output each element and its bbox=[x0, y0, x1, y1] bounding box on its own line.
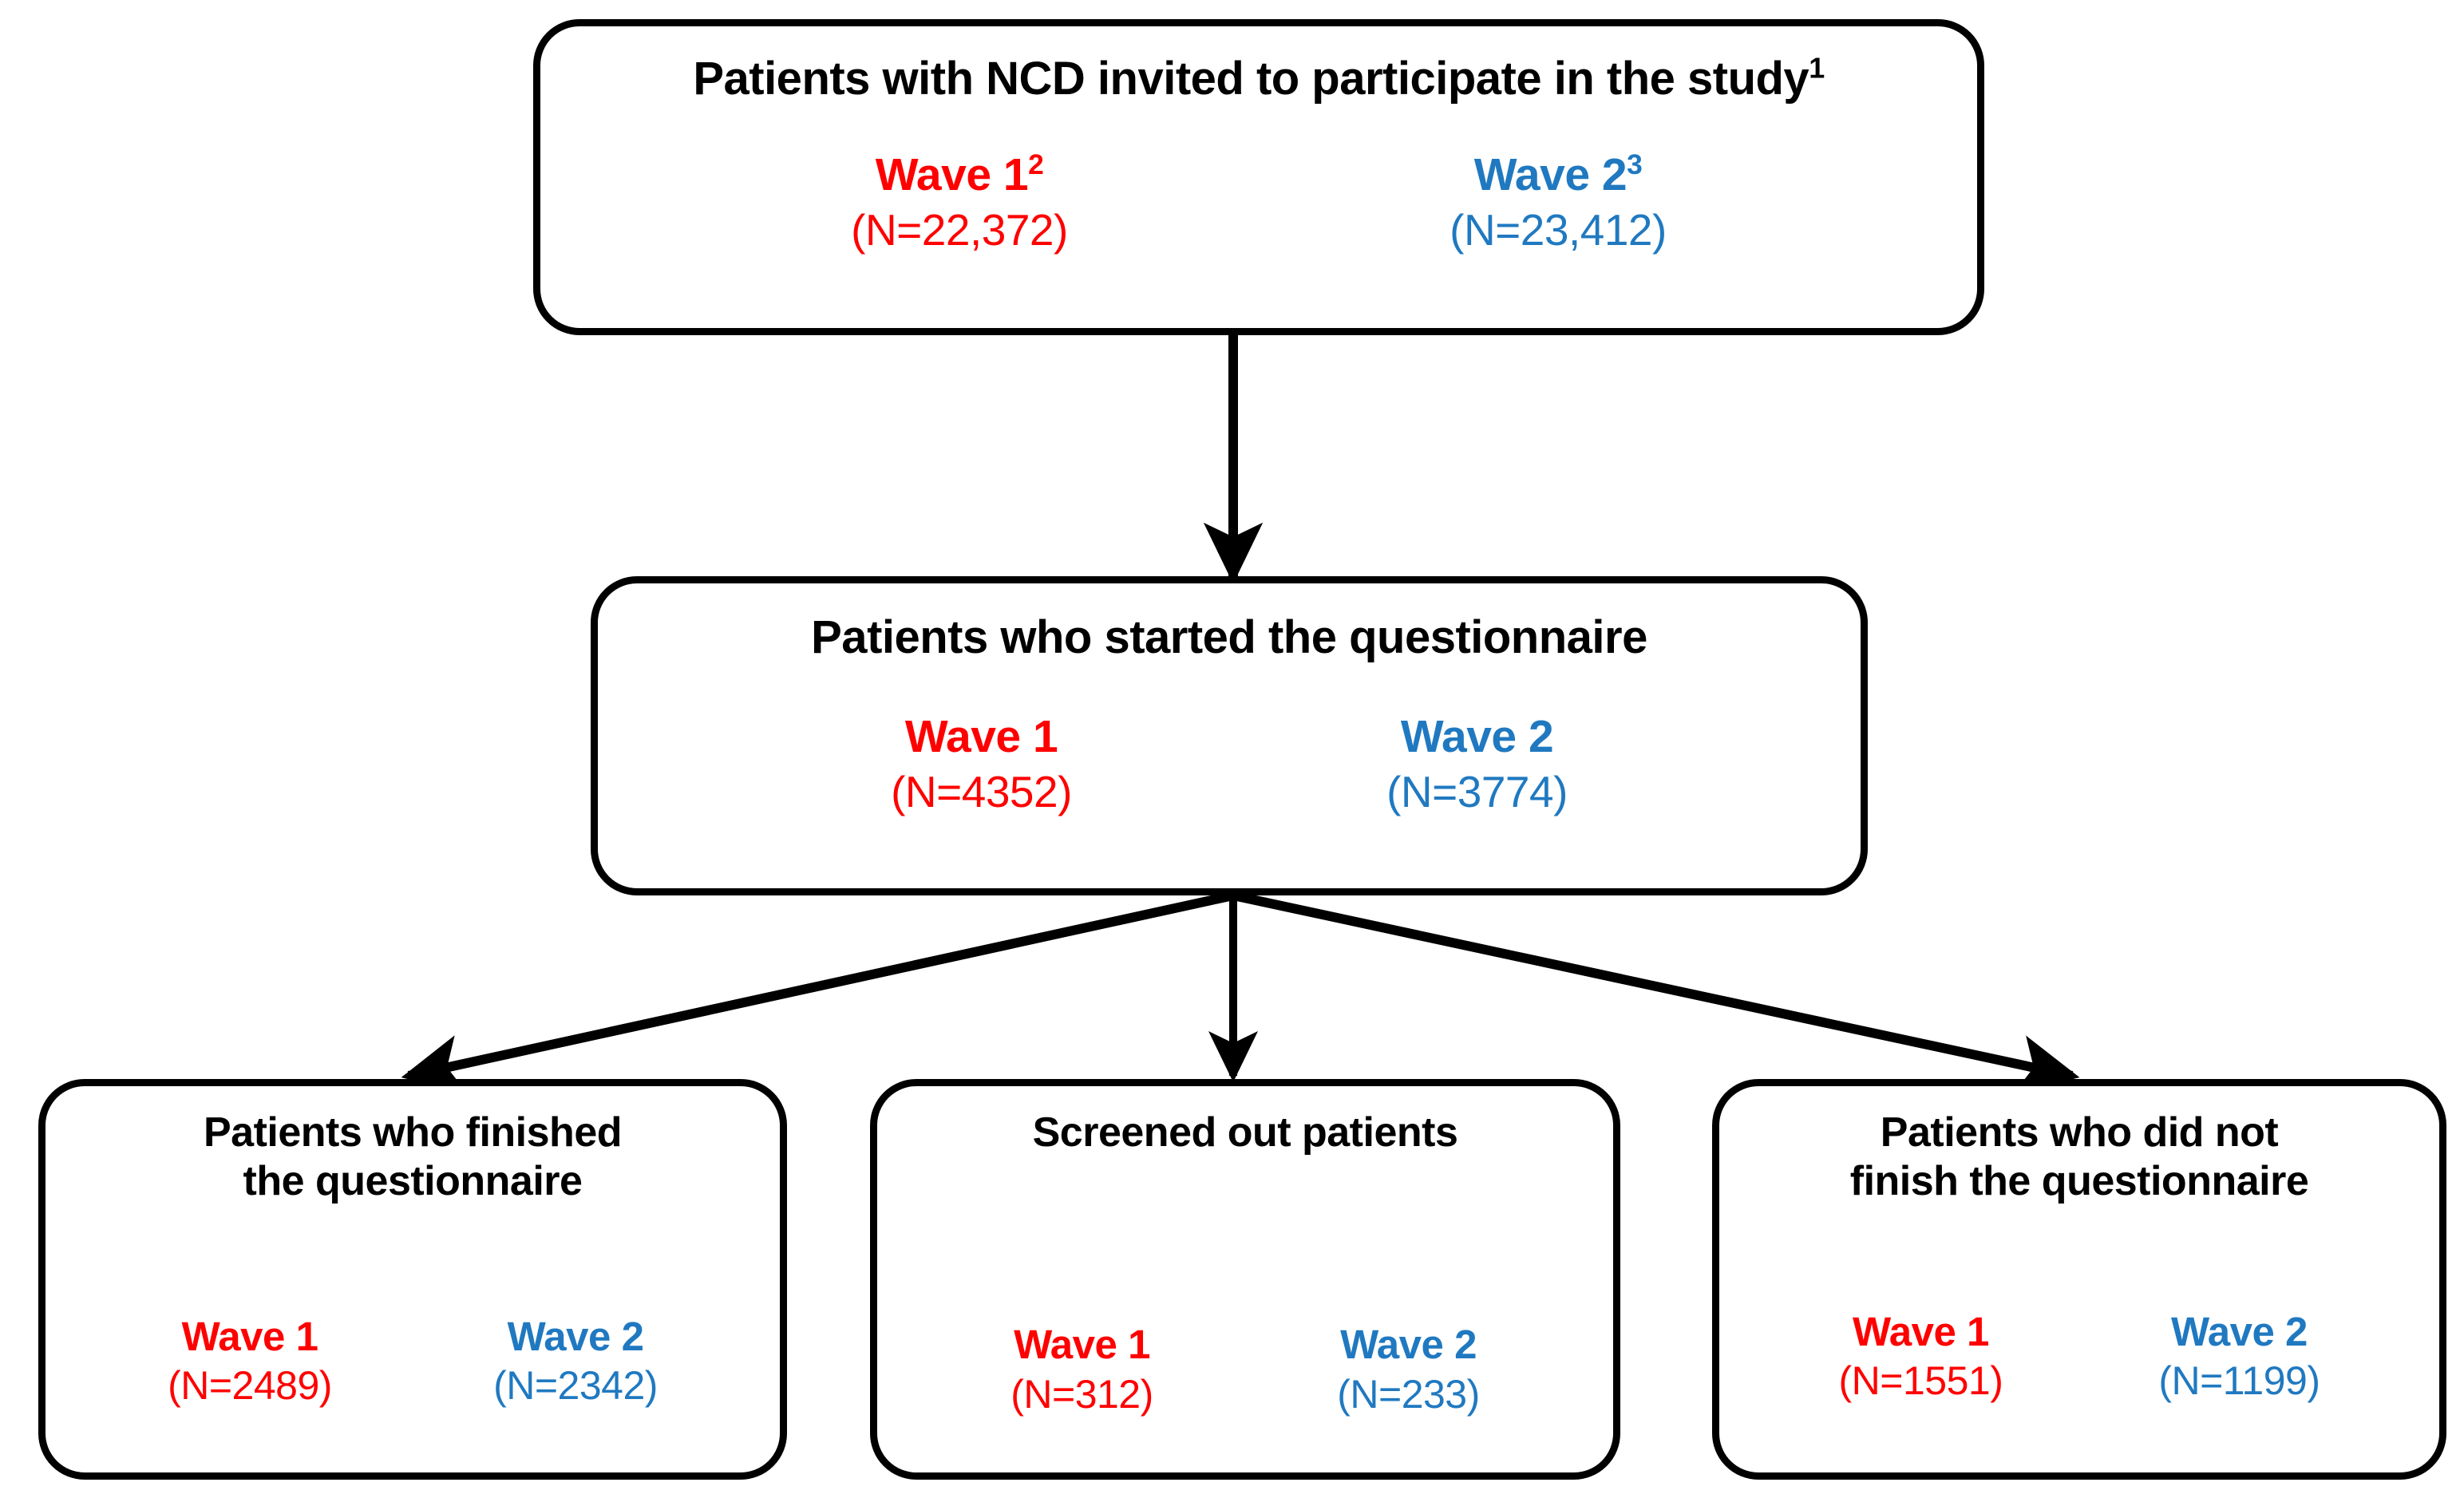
node-not-finished-wave1-count: (N=1551) bbox=[1838, 1358, 2003, 1403]
edge-started-to-notfinished bbox=[1232, 891, 2080, 1094]
node-started-wave2: Wave 2 (N=3774) bbox=[1386, 709, 1568, 819]
node-invited-title-superscript: 1 bbox=[1809, 51, 1825, 85]
node-screened-out-wave1-label: Wave 1 bbox=[1014, 1322, 1150, 1368]
edge-started-to-finished bbox=[401, 891, 1235, 1093]
node-started-wave1: Wave 1 (N=4352) bbox=[891, 709, 1072, 819]
node-not-finished[interactable]: Patients who did not finish the question… bbox=[1712, 1079, 2446, 1480]
node-finished-wave2-count: (N=2342) bbox=[493, 1362, 658, 1408]
node-finished-title: Patients who finished the questionnaire bbox=[204, 1109, 623, 1205]
node-invited-wave2: Wave 23 (N=23,412) bbox=[1450, 148, 1667, 257]
node-started-wave1-label: Wave 1 bbox=[904, 711, 1058, 763]
node-screened-out-wave1-count: (N=312) bbox=[1011, 1371, 1153, 1417]
node-screened-out[interactable]: Screened out patients Wave 1 (N=312) Wav… bbox=[870, 1079, 1620, 1480]
node-not-finished-wave1-label: Wave 1 bbox=[1852, 1308, 1989, 1354]
node-not-finished-wave2: Wave 2 (N=1199) bbox=[2158, 1307, 2320, 1405]
node-invited-wave1-label: Wave 12 bbox=[875, 149, 1044, 201]
node-invited-wave2-label: Wave 23 bbox=[1473, 149, 1643, 201]
node-invited-wave1: Wave 12 (N=22,372) bbox=[851, 148, 1068, 257]
node-screened-out-wave2-label: Wave 2 bbox=[1340, 1322, 1477, 1368]
node-invited-wave1-superscript: 2 bbox=[1028, 149, 1044, 181]
node-finished-wave2: Wave 2 (N=2342) bbox=[493, 1312, 658, 1410]
node-not-finished-wave2-label: Wave 2 bbox=[2170, 1308, 2308, 1354]
node-finished-wave1: Wave 1 (N=2489) bbox=[168, 1312, 332, 1410]
node-finished-wave2-label: Wave 2 bbox=[507, 1313, 644, 1359]
node-invited[interactable]: Patients with NCD invited to participate… bbox=[533, 19, 1984, 335]
node-invited-wave2-count: (N=23,412) bbox=[1450, 204, 1667, 255]
node-finished[interactable]: Patients who finished the questionnaire … bbox=[38, 1079, 787, 1480]
node-started-wave2-label: Wave 2 bbox=[1400, 711, 1554, 763]
node-not-finished-wave2-count: (N=1199) bbox=[2158, 1358, 2320, 1403]
node-started-wave-row: Wave 1 (N=4352) Wave 2 (N=3774) bbox=[598, 709, 1861, 819]
node-screened-out-wave-row: Wave 1 (N=312) Wave 2 (N=233) bbox=[877, 1320, 1613, 1418]
node-invited-title: Patients with NCD invited to participate… bbox=[693, 51, 1825, 105]
node-screened-out-wave2: Wave 2 (N=233) bbox=[1337, 1320, 1480, 1418]
node-screened-out-wave1: Wave 1 (N=312) bbox=[1011, 1320, 1153, 1418]
node-started-wave1-count: (N=4352) bbox=[891, 766, 1072, 816]
node-started-wave2-count: (N=3774) bbox=[1386, 766, 1568, 816]
node-started-title: Patients who started the questionnaire bbox=[811, 611, 1647, 663]
node-not-finished-title: Patients who did not finish the question… bbox=[1849, 1109, 2309, 1205]
node-screened-out-wave2-count: (N=233) bbox=[1337, 1371, 1480, 1417]
node-not-finished-wave1: Wave 1 (N=1551) bbox=[1839, 1307, 2003, 1405]
node-invited-wave2-superscript: 3 bbox=[1627, 149, 1643, 181]
node-invited-wave-row: Wave 12 (N=22,372) Wave 23 (N=23,412) bbox=[540, 148, 1977, 257]
node-finished-wave-row: Wave 1 (N=2489) Wave 2 (N=2342) bbox=[45, 1312, 780, 1410]
node-finished-wave1-label: Wave 1 bbox=[181, 1313, 318, 1359]
node-screened-out-title: Screened out patients bbox=[1032, 1109, 1458, 1156]
node-invited-wave1-count: (N=22,372) bbox=[851, 204, 1068, 255]
node-not-finished-wave-row: Wave 1 (N=1551) Wave 2 (N=1199) bbox=[1719, 1307, 2439, 1405]
node-finished-wave1-count: (N=2489) bbox=[168, 1362, 332, 1408]
node-started[interactable]: Patients who started the questionnaire W… bbox=[591, 576, 1868, 895]
